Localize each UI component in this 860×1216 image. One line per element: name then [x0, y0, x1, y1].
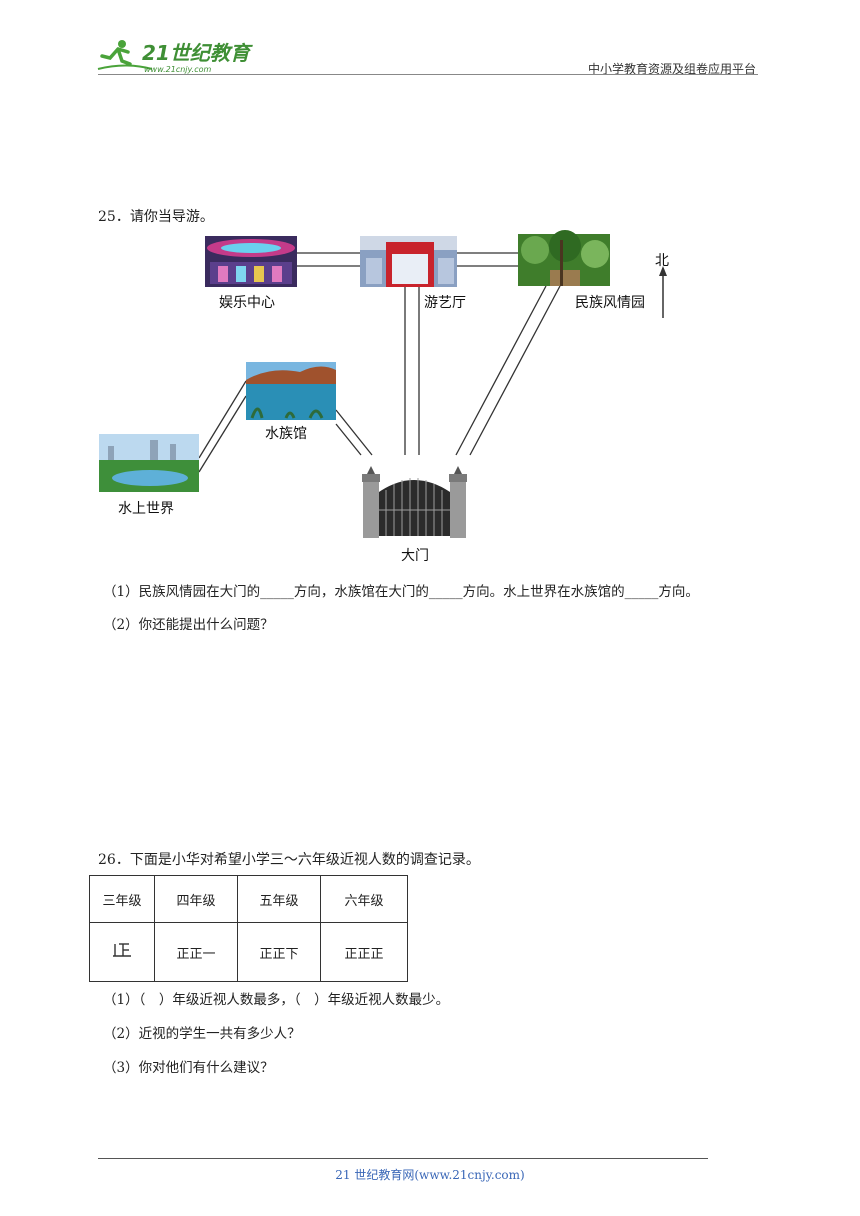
gate-image: [362, 466, 467, 538]
q26-title: 26．下面是小华对希望小学三～六年级近视人数的调查记录。: [98, 852, 480, 868]
guide-map: [99, 230, 667, 538]
label-entertainment-center: 娱乐中心: [219, 295, 275, 311]
label-folk-garden: 民族风情园: [575, 295, 645, 311]
map-paths: [198, 252, 561, 473]
header-divider: [98, 74, 758, 75]
arcade-image: [360, 236, 457, 287]
platform-name: 中小学教育资源及组卷应用平台: [587, 62, 756, 76]
label-arcade: 游艺厅: [424, 295, 466, 311]
header-grade-3: 三年级: [89, 875, 155, 923]
footer-text: 21 世纪教育网(www.21cnjy.com): [335, 1168, 525, 1182]
tally-grade-4: 正正一: [154, 922, 238, 982]
folk-garden-image: [518, 230, 610, 286]
q25-part2: （2）你还能提出什么问题？: [103, 617, 274, 633]
q26-part3: （3）你对他们有什么建议？: [103, 1060, 274, 1076]
aquarium-image: [246, 362, 336, 420]
q25-title: 25．请你当导游。: [98, 209, 214, 225]
site-logo: 21世纪教育 www.21cnjy.com: [97, 40, 253, 74]
footer-divider: [98, 1158, 708, 1159]
tally-grade-6: 正正正: [320, 922, 408, 982]
q26-part1: （1）（ ）年级近视人数最多，（ ）年级近视人数最少。: [103, 992, 450, 1008]
tally-grade-3: [89, 922, 155, 982]
logo-url: www.21cnjy.com: [144, 65, 211, 74]
header-grade-4: 四年级: [154, 875, 238, 923]
label-water-world: 水上世界: [118, 501, 174, 517]
label-aquarium: 水族馆: [265, 426, 307, 442]
table-tally-row: 正正一 正正下 正正正: [89, 922, 408, 982]
runner-icon: [97, 40, 153, 70]
label-north: 北: [655, 253, 669, 269]
table-header-row: 三年级 四年级 五年级 六年级: [89, 875, 408, 923]
q25-part1: （1）民族风情园在大门的_____方向，水族馆在大门的_____方向。水上世界在…: [103, 584, 699, 600]
label-gate: 大门: [401, 548, 429, 564]
north-arrow-icon: [659, 266, 667, 318]
header-grade-5: 五年级: [237, 875, 321, 923]
q26-part2: （2）近视的学生一共有多少人？: [103, 1026, 301, 1042]
tally-marks: [113, 943, 131, 957]
tally-grade-5: 正正下: [237, 922, 321, 982]
myopia-tally-table: 三年级 四年级 五年级 六年级 正正一 正正下 正正正: [89, 875, 408, 982]
entertainment-center-image: [205, 236, 297, 287]
logo-title: 21世纪教育: [142, 41, 253, 65]
water-world-image: [99, 434, 199, 492]
header-grade-6: 六年级: [320, 875, 408, 923]
